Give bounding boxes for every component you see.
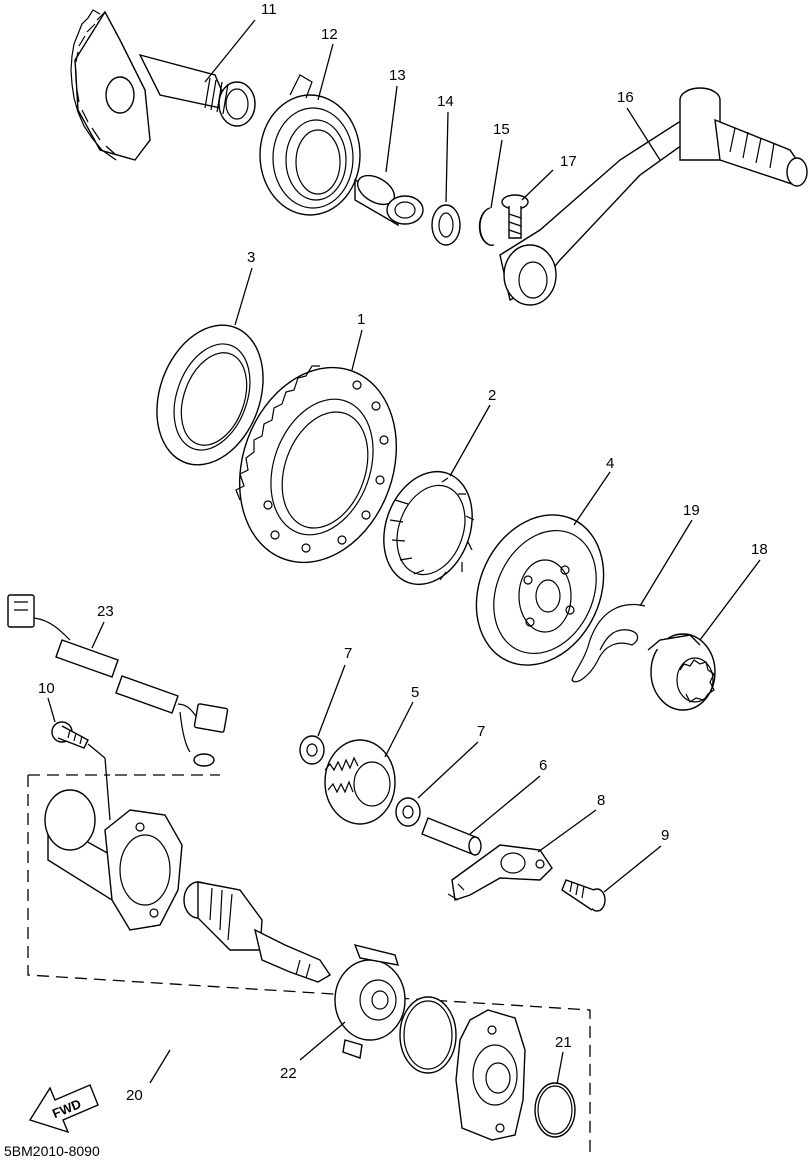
part-3-seal-ring [156,324,264,466]
part-1-starter-wheel [235,365,398,564]
label-part-11: 11 [261,1,277,18]
label-part-10: 10 [38,680,55,697]
label-part-15: 15 [493,121,510,138]
part-13-collar [354,174,424,227]
part-4-clutch-housing [475,514,605,666]
part-9-screw [561,879,606,912]
label-part-17: 17 [560,153,577,170]
part-23-lead-wire [7,594,229,767]
part-16-kick-crank [499,87,808,306]
label-part-2: 2 [488,387,496,404]
part-14-washer [431,204,461,246]
fwd-arrow-icon: FWD [28,1084,99,1134]
leader-lines [47,19,761,1085]
label-part-23: 23 [97,603,114,620]
label-part-14: 14 [437,93,454,110]
label-part-6: 6 [539,757,547,774]
part-18-idler-gear [647,633,716,711]
label-part-18: 18 [751,541,768,558]
part-labels: 11 12 13 14 15 17 16 3 1 2 4 19 18 23 10… [38,1,768,1104]
label-part-21: 21 [555,1034,572,1051]
label-part-12: 12 [321,26,338,43]
label-part-9: 9 [661,827,669,844]
label-part-22: 22 [280,1065,297,1082]
part-5-idle-gear [324,739,396,825]
diagram-code: 5BM2010-8090 [4,1143,100,1159]
label-part-16: 16 [617,89,634,106]
part-8-plate [447,844,553,901]
part-19-clip [571,604,646,683]
part-11-kick-shaft [70,9,256,161]
part-10-bolt [51,721,89,749]
label-part-13: 13 [389,67,406,84]
part-15-circlip [478,207,495,246]
part-20-starter-motor-assembly [27,774,591,1155]
label-part-7b: 7 [477,723,485,740]
part-2-one-way-clutch [383,470,475,586]
label-part-8: 8 [597,792,605,809]
label-part-19: 19 [683,502,700,519]
label-part-7a: 7 [344,645,352,662]
part-17-bolt [501,194,529,239]
part-7b-washer [395,797,421,827]
label-part-1: 1 [357,311,365,328]
part-12-spring [259,74,361,216]
part-21-o-ring [534,1082,576,1138]
label-part-20: 20 [126,1087,143,1104]
label-part-3: 3 [247,249,255,266]
part-7a-washer [299,735,325,765]
label-part-5: 5 [411,684,419,701]
label-part-4: 4 [606,455,614,472]
part-6-shaft [421,817,482,856]
